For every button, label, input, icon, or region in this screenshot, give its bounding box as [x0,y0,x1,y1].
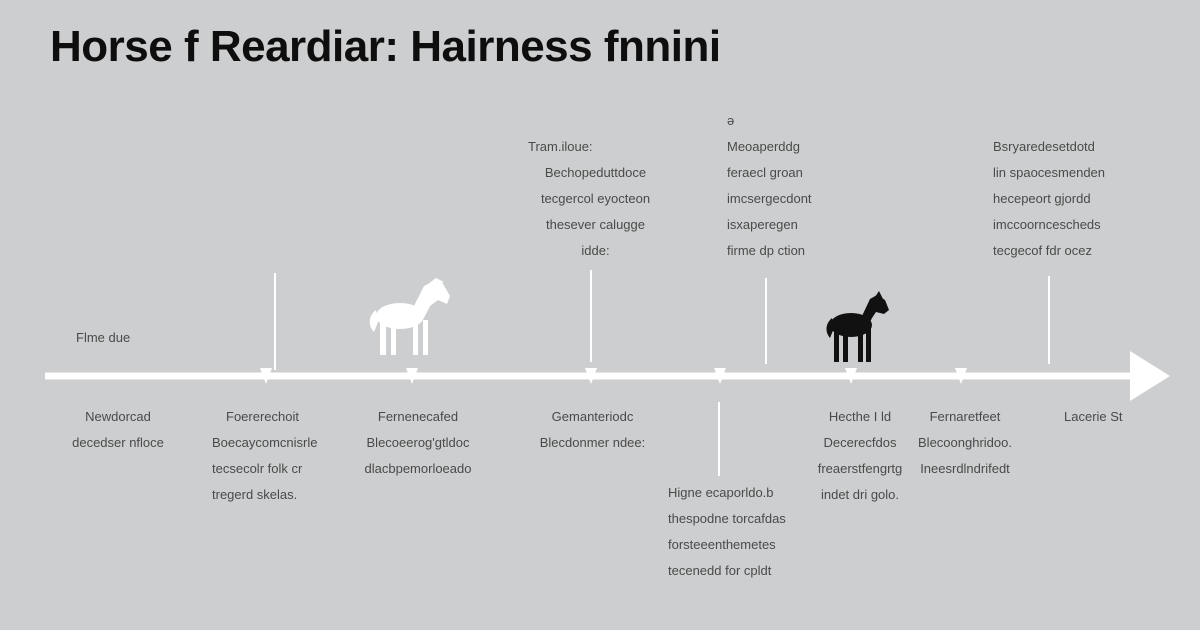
annotation-line: Meoaperddg [727,139,800,154]
annotation-line: tecgercol eyocteon [540,191,651,206]
top-annotation-3: Bsryaredesetdotd lin spaocesmenden hecep… [993,134,1105,264]
bottom-annotation-6: Hecthe I ld Decerecfdos freaerstfengrtg … [810,404,910,508]
annotation-line: Hecthe I ld [828,409,892,424]
annotation-line: imcsergecdont [727,191,812,206]
annotation-line: feraecl groan [727,165,803,180]
top-annotation-2: ə Meoaperddg feraecl groan imcsergecdont… [727,108,812,264]
bottom-annotation-7: Fernaretfeet Blecoonghridoo. Ineesrdlndr… [910,404,1020,482]
annotation-line: Lacerie St [1064,409,1123,424]
timeline-marker [260,368,272,384]
horse-icon [826,291,889,362]
bottom-annotation-5: Higne ecaporldo.b thespodne torcafdas fo… [668,480,786,584]
annotation-line: Tram.iloue: [528,139,593,154]
annotation-line: hecepeort gjordd [993,191,1091,206]
annotation-line: Blecoeerog'gtldoc [366,435,470,450]
bottom-annotation-8: Lacerie St [1064,404,1123,430]
annotation-line: freaerstfengrtg [817,461,903,476]
annotation-line: Bsryaredesetdotd [993,139,1095,154]
annotation-line: idde: [581,243,610,258]
timeline-marker [955,368,967,384]
horse-icon [369,278,450,355]
timeline-marker [845,368,857,384]
annotation-line: imccoorncescheds [993,217,1101,232]
page-title: Horse f Reardiar: Hairness fnnini [50,22,721,71]
bottom-annotation-2: Foererechoit Boecaycomcnisrle tecsecolr … [212,404,318,508]
annotation-line: dlacbpemorloeado [364,461,472,476]
annotation-line: thesever calugge [545,217,645,232]
annotation-line: isxaperegen [727,217,798,232]
annotation-line: Higne ecaporldo.b [668,485,774,500]
timeline-start-label: Flme due [76,330,131,345]
annotation-line: Boecaycomcnisrle [212,435,318,450]
arrowhead-icon [1130,351,1170,401]
annotation-line: ə [727,113,735,128]
timeline-marker [406,368,418,384]
bottom-annotation-3: Fernenecafed Blecoeerog'gtldoc dlacbpemo… [358,404,478,482]
annotation-line: Fernenecafed [377,409,459,424]
annotation-line: Fernaretfeet [929,409,1001,424]
annotation-line: tecgecof fdr ocez [993,243,1092,258]
annotation-line: decedser nfloce [72,435,164,450]
annotation-line: indet dri golo. [820,487,900,502]
annotation-line: thespodne torcafdas [668,511,786,526]
annotation-line: lin spaocesmenden [993,165,1106,180]
annotation-line: Gemanteriodc [551,409,634,424]
timeline-marker [714,368,726,384]
annotation-line: firme dp ction [727,243,806,258]
annotation-line: Blecoonghridoo. [918,435,1012,450]
annotation-line: tecsecolr folk cr [212,461,303,476]
bottom-annotation-4: Gemanteriodc Blecdonmer ndee: [530,404,655,456]
annotation-line: forsteeenthemetes [668,537,776,552]
annotation-line: Newdorcad [85,409,151,424]
annotation-line: Foererechoit [226,409,299,424]
annotation-line: Blecdonmer ndee: [539,435,646,450]
annotation-line: Bechopeduttdoce [544,165,647,180]
timeline-marker [585,368,597,384]
annotation-line: tecenedd for cpldt [668,563,772,578]
annotation-line: Ineesrdlndrifedt [920,461,1010,476]
annotation-line: Decerecfdos [823,435,897,450]
annotation-line: tregerd skelas. [212,487,298,502]
bottom-annotation-1: Newdorcad decedser nfloce [58,404,178,456]
top-annotation-1: Tram.iloue: Bechopeduttdoce tecgercol ey… [528,134,663,264]
